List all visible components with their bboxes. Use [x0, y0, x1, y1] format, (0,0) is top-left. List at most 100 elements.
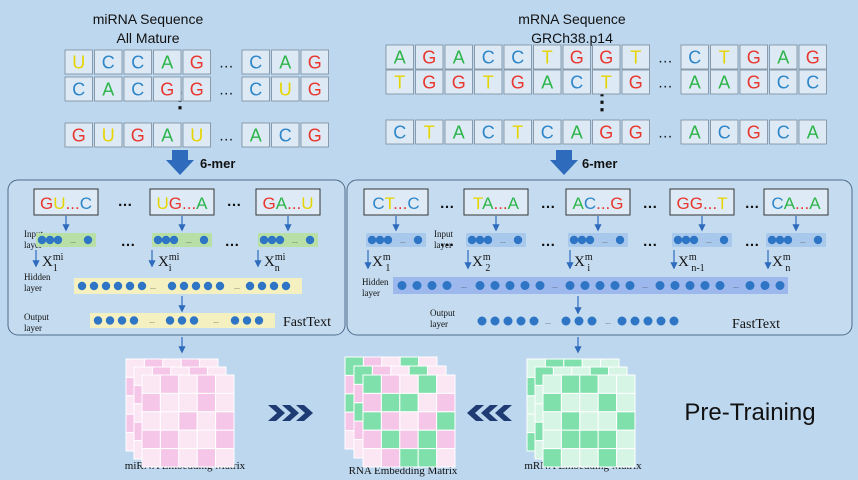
mrna-front-matrix-cell: [597, 429, 618, 450]
mirna-front-matrix-cell: [215, 411, 235, 431]
mirna-kmer-text: GA...U: [262, 194, 313, 213]
mrna-hidden-node: [655, 281, 665, 290]
mirna-front-matrix-cell: [196, 429, 217, 450]
mrna-nucleotide: A: [453, 123, 465, 143]
rna-front-matrix-cell: [417, 429, 438, 450]
mirna-cell: [123, 122, 152, 148]
mrna-kmer-ellipsis: …: [440, 195, 455, 212]
rna-front-matrix-cell: [362, 392, 382, 413]
mrna-front-matrix-cell: [542, 374, 562, 394]
rna-front-matrix-cell: [362, 429, 382, 450]
mrna-cell: [415, 44, 444, 70]
rna-front-matrix-cell: [399, 392, 419, 413]
mrna-cell: [503, 69, 532, 95]
mirna-kmer-ellipsis: …: [227, 193, 242, 210]
mirna-input-node: [259, 235, 269, 245]
mrna-output-node: [529, 316, 539, 326]
mrna-nucleotide: G: [629, 123, 643, 143]
mrna-cell: [562, 44, 591, 70]
mirna-nucleotide: U: [190, 126, 203, 146]
mrna-nucleotide: C: [570, 73, 583, 93]
mrna-cell: [739, 44, 768, 70]
mrna-nucleotide: C: [393, 123, 406, 143]
mirna-hidden-layer-label-1: Hidden: [24, 272, 51, 282]
mrna-front-matrix-cell: [616, 392, 636, 413]
mirna-front-matrix-cell: [215, 374, 235, 394]
pre-training-label: Pre-Training: [684, 399, 815, 426]
mrna-nucleotide: A: [571, 123, 583, 143]
mirna-cell: [153, 49, 182, 75]
mrna-nucleotide: C: [511, 48, 524, 68]
mrna-input-node: [775, 235, 785, 245]
mirna-input-ellipsis: ...: [70, 238, 76, 245]
mrna-cell: [710, 119, 739, 145]
mirna-nucleotide: C: [249, 80, 262, 100]
mrna-nucleotide: G: [629, 73, 643, 93]
mrna-input-ellipsis: …: [440, 233, 455, 250]
mrna-input-ellipsis: ...: [602, 238, 608, 245]
mrna-nucleotide: A: [689, 73, 701, 93]
mrna-input-node: [483, 235, 493, 245]
mirna-cell: [241, 49, 270, 75]
mrna-hidden-layer-label-1: Hidden: [362, 277, 389, 287]
mrna-kmer-ellipsis: …: [745, 195, 760, 212]
rna-front-matrix-cell: [436, 374, 456, 394]
mrna-input-ellipsis: ...: [400, 238, 406, 245]
mirna-cell: [94, 76, 123, 102]
mrna-nucleotide: A: [453, 48, 465, 68]
mrna-nucleotide: C: [482, 48, 495, 68]
mirna-nucleotide: C: [131, 80, 144, 100]
mrna-cell: [503, 119, 532, 145]
mrna-kmer-box: [363, 188, 429, 216]
mirna-front-matrix-cell: [141, 374, 161, 394]
mirna-front-matrix-cell: [196, 411, 217, 431]
mirna-cell: [94, 122, 123, 148]
mrna-nucleotide: T: [483, 73, 494, 93]
mrna-hidden-node: [490, 281, 500, 290]
mrna-front-matrix-cell: [579, 448, 599, 468]
mirna-hidden-node: [245, 281, 255, 291]
mrna-input-ellipsis: …: [643, 233, 658, 250]
mirna-front-matrix-cell: [159, 392, 180, 413]
mirna-hidden-node: [257, 281, 267, 291]
mirna-cell: [64, 122, 93, 148]
mrna-nucleotide: A: [807, 123, 819, 143]
mirna-nucleotide: G: [72, 126, 86, 146]
mrna-input-node: [467, 235, 477, 245]
rna-front-matrix-cell: [362, 448, 382, 468]
mirna-input-ellipsis: ...: [186, 238, 192, 245]
mrna-cell: [798, 119, 827, 145]
mrna-hidden-band: [393, 277, 788, 294]
mrna-output-node: [490, 316, 500, 326]
mrna-front-matrix-cell: [597, 448, 618, 468]
mirna-output-ellipsis: ...: [213, 318, 219, 325]
mirna-cell: [271, 76, 300, 102]
mrna-cell: [385, 69, 414, 95]
rna-front-matrix-cell: [436, 392, 456, 413]
mirna-input-node: [267, 235, 277, 245]
mrna-input-ellipsis: …: [541, 233, 556, 250]
mrna-fasttext-panel: [346, 179, 853, 336]
mrna-cell: [415, 119, 444, 145]
mirna-hidden-node: [89, 281, 99, 291]
mirna-hidden-node: [125, 281, 135, 291]
mrna-output-node: [574, 316, 584, 326]
mirna-nucleotide: G: [160, 80, 174, 100]
mirna-output-layer-label-1: Output: [24, 312, 50, 322]
mirna-cell: [241, 76, 270, 102]
mrna-cell: [533, 69, 562, 95]
mirna-output-ellipsis: ...: [149, 318, 155, 325]
mrna-cell: [503, 44, 532, 70]
mirna-cell: [300, 49, 329, 75]
mrna-ellipsis: …: [658, 74, 673, 91]
mirna-nucleotide: G: [190, 80, 204, 100]
mrna-nucleotide: T: [719, 48, 730, 68]
mrna-nucleotide: G: [747, 48, 761, 68]
rna-front-matrix-cell: [417, 374, 438, 394]
mrna-input-node: [375, 235, 385, 245]
mirna-input-node: [305, 235, 315, 245]
